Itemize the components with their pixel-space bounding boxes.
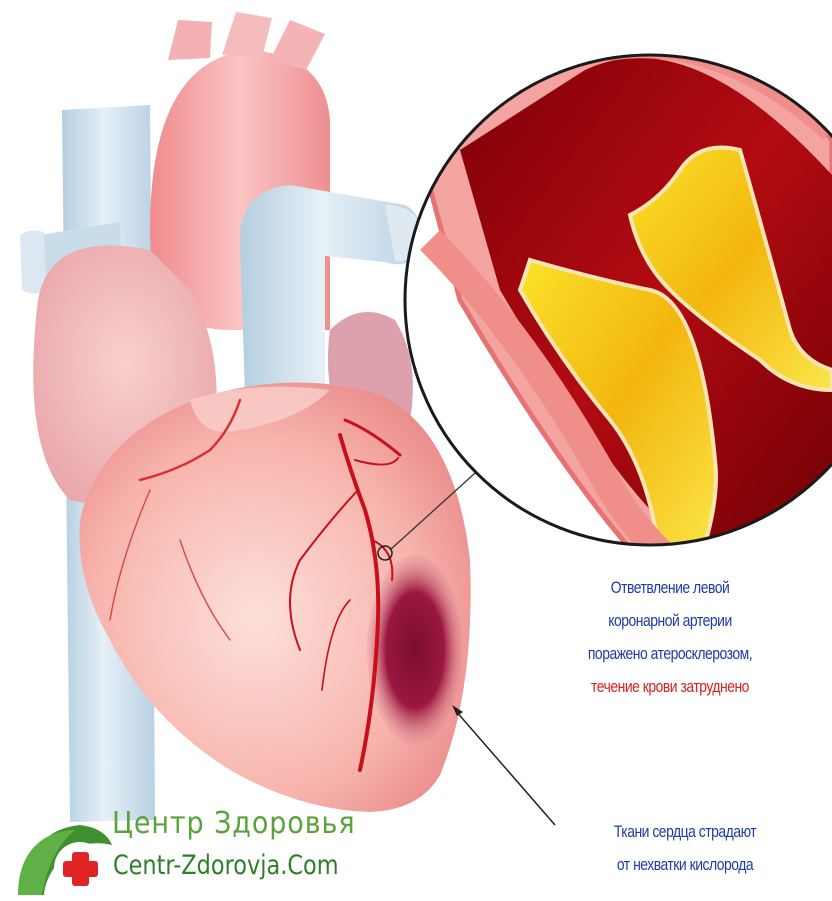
infarct-zone [367,555,463,745]
artery-caption-line-4: течение крови затруднено [506,670,832,703]
artery-caption-line-3: поражено атеросклерозом, [506,637,832,670]
artery-caption: Ответвление левой коронарной артерии пор… [506,571,832,703]
artery-zoom-circle [405,24,832,600]
brand-url: Centr-Zdorovja.Com [113,850,339,881]
brand-logo [18,825,112,895]
tissue-caption-line-1: Ткани сердца страдают [537,815,832,848]
brand-name: Центр Здоровья [112,806,356,841]
artery-caption-line-1: Ответвление левой [506,571,832,604]
tissue-caption: Ткани сердца страдают от нехватки кислор… [537,815,832,881]
tissue-caption-line-2: от нехватки кислорода [537,848,832,881]
artery-caption-line-2: коронарной артерии [506,604,832,637]
tissue-pointer-line [452,705,555,825]
